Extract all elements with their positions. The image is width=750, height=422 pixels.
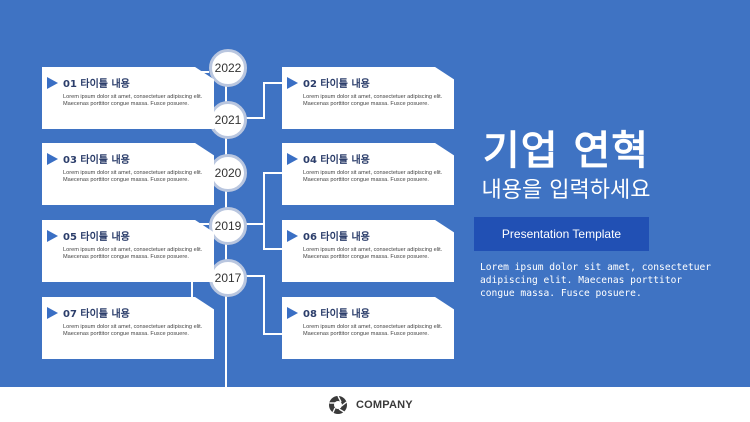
triangle-bullet-icon bbox=[47, 153, 58, 165]
year-label: 2021 bbox=[214, 113, 242, 127]
card-body: Lorem ipsum dolor sit amet, consectetuer… bbox=[63, 170, 203, 184]
triangle-bullet-icon bbox=[47, 307, 58, 319]
history-card-03: 03 타이틀 내용 Lorem ipsum dolor sit amet, co… bbox=[42, 143, 214, 205]
card-title: 08 타이틀 내용 bbox=[303, 309, 370, 320]
page-subtitle: 내용을 입력하세요 bbox=[481, 178, 651, 203]
year-node: 2020 bbox=[209, 154, 247, 192]
history-card-04: 04 타이틀 내용 Lorem ipsum dolor sit amet, co… bbox=[282, 143, 454, 205]
card-body: Lorem ipsum dolor sit amet, consectetuer… bbox=[63, 247, 203, 261]
card-title: 04 타이틀 내용 bbox=[303, 155, 370, 166]
triangle-bullet-icon bbox=[287, 153, 298, 165]
history-card-06: 06 타이틀 내용 Lorem ipsum dolor sit amet, co… bbox=[282, 220, 454, 282]
triangle-bullet-icon bbox=[47, 77, 58, 89]
history-card-08: 08 타이틀 내용 Lorem ipsum dolor sit amet, co… bbox=[282, 297, 454, 359]
page-title: 기업 연혁 bbox=[482, 128, 650, 174]
triangle-bullet-icon bbox=[287, 77, 298, 89]
year-label: 2019 bbox=[214, 219, 242, 233]
template-label-box: Presentation Template bbox=[474, 217, 649, 251]
footer-bar bbox=[0, 387, 750, 422]
history-card-02: 02 타이틀 내용 Lorem ipsum dolor sit amet, co… bbox=[282, 67, 454, 129]
card-title: 05 타이틀 내용 bbox=[63, 232, 130, 243]
connector-02 bbox=[243, 82, 283, 119]
company-brand: COMPANY bbox=[328, 395, 413, 415]
card-body: Lorem ipsum dolor sit amet, consectetuer… bbox=[303, 324, 443, 338]
triangle-bullet-icon bbox=[287, 307, 298, 319]
aperture-icon bbox=[329, 395, 347, 414]
card-body: Lorem ipsum dolor sit amet, consectetuer… bbox=[303, 247, 443, 261]
card-body: Lorem ipsum dolor sit amet, consectetuer… bbox=[63, 324, 203, 338]
card-title: 01 타이틀 내용 bbox=[63, 79, 130, 90]
description-text: Lorem ipsum dolor sit amet, consectetuer… bbox=[480, 262, 712, 299]
triangle-bullet-icon bbox=[287, 230, 298, 242]
card-title: 03 타이틀 내용 bbox=[63, 155, 130, 166]
year-node: 2021 bbox=[209, 101, 247, 139]
card-title: 06 타이틀 내용 bbox=[303, 232, 370, 243]
year-node: 2019 bbox=[209, 207, 247, 245]
history-card-01: 01 타이틀 내용 Lorem ipsum dolor sit amet, co… bbox=[42, 67, 214, 129]
card-body: Lorem ipsum dolor sit amet, consectetuer… bbox=[63, 94, 203, 108]
year-node: 2022 bbox=[209, 49, 247, 87]
connector-04 bbox=[263, 172, 283, 250]
year-label: 2022 bbox=[214, 61, 242, 75]
connector-06 bbox=[243, 275, 283, 335]
triangle-bullet-icon bbox=[47, 230, 58, 242]
history-card-05: 05 타이틀 내용 Lorem ipsum dolor sit amet, co… bbox=[42, 220, 214, 282]
history-card-07: 07 타이틀 내용 Lorem ipsum dolor sit amet, co… bbox=[42, 297, 214, 359]
year-node: 2017 bbox=[209, 259, 247, 297]
card-body: Lorem ipsum dolor sit amet, consectetuer… bbox=[303, 94, 443, 108]
card-body: Lorem ipsum dolor sit amet, consectetuer… bbox=[303, 170, 443, 184]
year-label: 2020 bbox=[214, 166, 242, 180]
card-title: 02 타이틀 내용 bbox=[303, 79, 370, 90]
company-name: COMPANY bbox=[356, 399, 413, 411]
card-title: 07 타이틀 내용 bbox=[63, 309, 130, 320]
year-label: 2017 bbox=[214, 271, 242, 285]
